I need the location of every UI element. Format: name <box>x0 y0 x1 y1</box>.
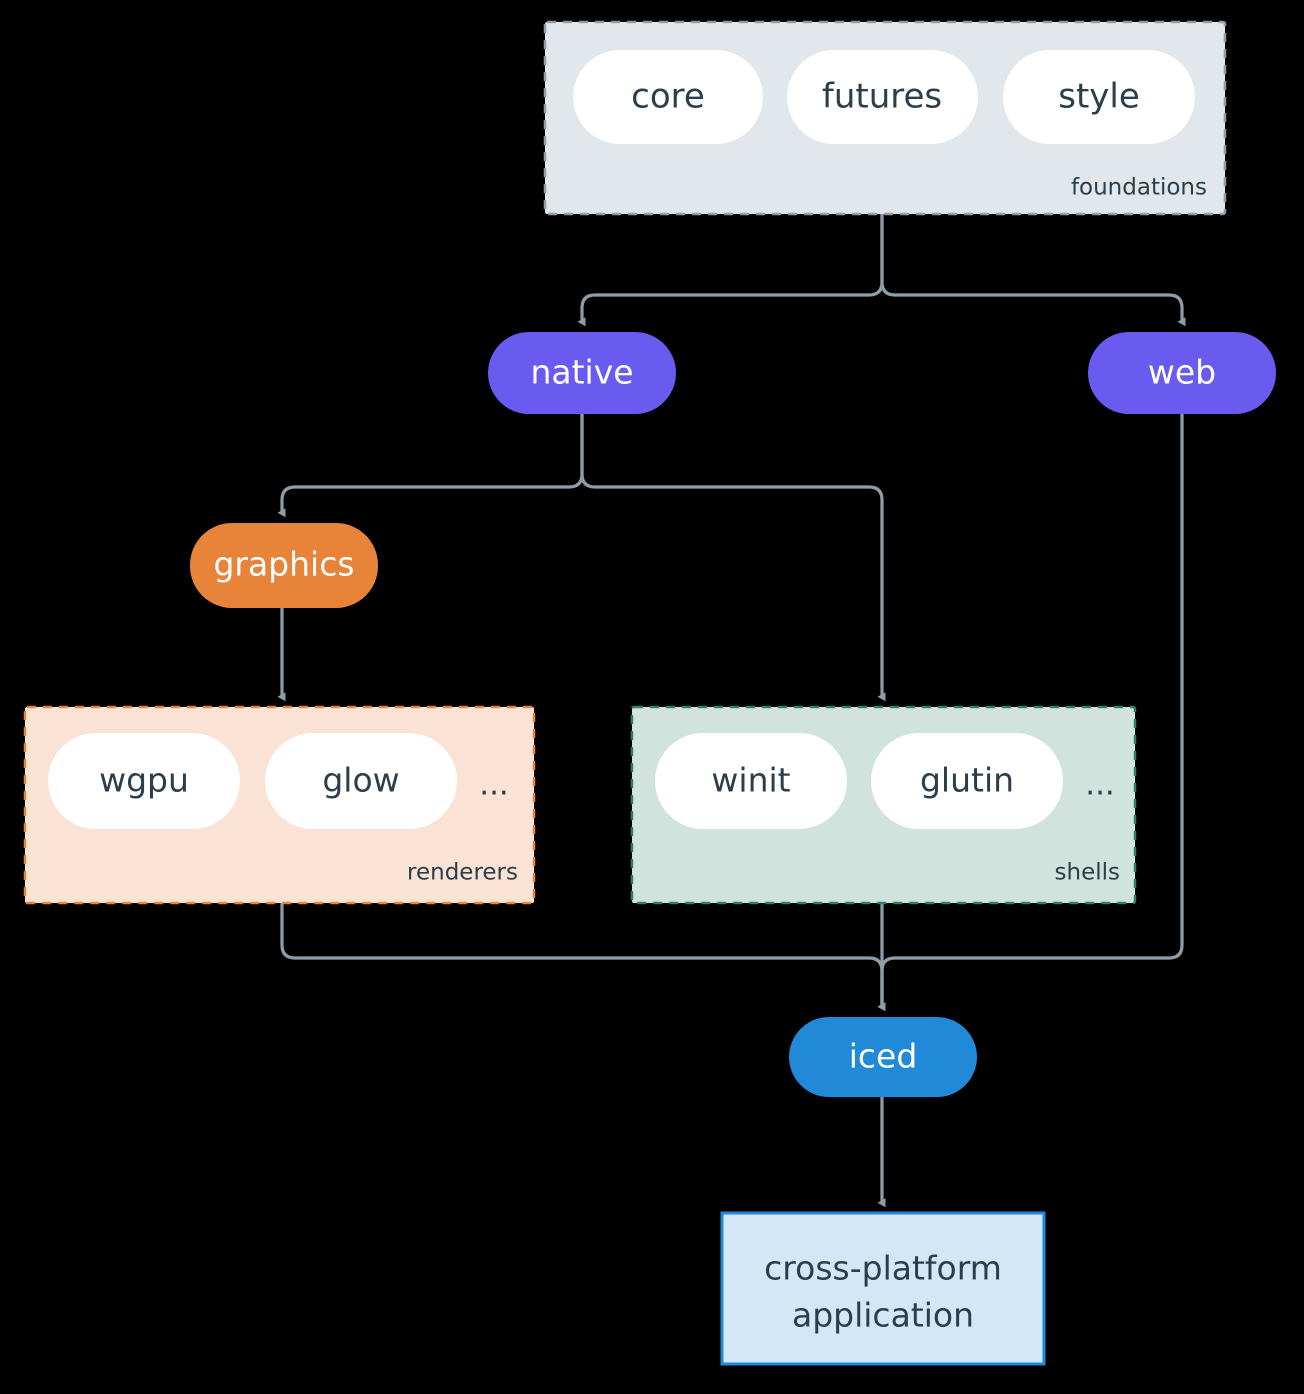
renderers-ellipsis: ... <box>479 767 509 803</box>
core-label: core <box>631 77 705 117</box>
shells-member-glutin[interactable]: glutin <box>871 733 1063 829</box>
native-label: native <box>530 353 633 392</box>
application-label-line2: application <box>792 1296 974 1335</box>
node-native[interactable]: native <box>488 332 676 414</box>
native-pill <box>488 332 676 414</box>
style-pill <box>1003 50 1195 144</box>
wgpu-label: wgpu <box>99 761 189 800</box>
group-renderers[interactable]: wgpu glow ... renderers <box>23 705 536 905</box>
futures-label: futures <box>822 77 942 117</box>
edge-web-to-iced <box>877 414 1184 1012</box>
iced-label: iced <box>849 1037 918 1076</box>
node-cross-platform-application[interactable]: cross-platform application <box>720 1211 1046 1366</box>
winit-pill <box>655 733 847 829</box>
foundations-caption: foundations <box>1071 175 1207 201</box>
wgpu-pill <box>48 733 240 829</box>
edge-native-to-shells <box>580 414 886 702</box>
graphics-pill <box>190 523 378 608</box>
renderers-member-glow[interactable]: glow <box>265 733 457 829</box>
glutin-pill <box>871 733 1063 829</box>
winit-label: winit <box>711 761 790 800</box>
shells-ellipsis: ... <box>1085 767 1115 803</box>
shells-caption: shells <box>1055 860 1120 886</box>
futures-pill <box>787 50 978 144</box>
foundations-member-core[interactable]: core <box>573 50 763 144</box>
graphics-label: graphics <box>213 545 354 584</box>
node-graphics[interactable]: graphics <box>190 523 378 608</box>
renderers-member-wgpu[interactable]: wgpu <box>48 733 240 829</box>
node-web[interactable]: web <box>1088 332 1276 414</box>
foundations-member-futures[interactable]: futures <box>787 50 978 144</box>
core-pill <box>573 50 763 144</box>
group-shells[interactable]: winit glutin ... shells <box>630 705 1137 905</box>
web-label: web <box>1148 353 1216 392</box>
iced-pill <box>789 1017 977 1097</box>
glow-label: glow <box>322 761 399 800</box>
glow-pill <box>265 733 457 829</box>
foundations-member-style[interactable]: style <box>1003 50 1195 144</box>
group-foundations[interactable]: core futures style foundations <box>543 20 1227 216</box>
edge-foundations-to-web <box>880 214 1186 327</box>
application-box <box>720 1211 1046 1366</box>
web-pill <box>1088 332 1276 414</box>
renderers-caption: renderers <box>407 860 518 886</box>
style-label: style <box>1058 77 1140 117</box>
application-label-line1: cross-platform <box>764 1249 1002 1288</box>
shells-member-winit[interactable]: winit <box>655 733 847 829</box>
node-iced[interactable]: iced <box>789 1017 977 1097</box>
glutin-label: glutin <box>920 761 1014 800</box>
